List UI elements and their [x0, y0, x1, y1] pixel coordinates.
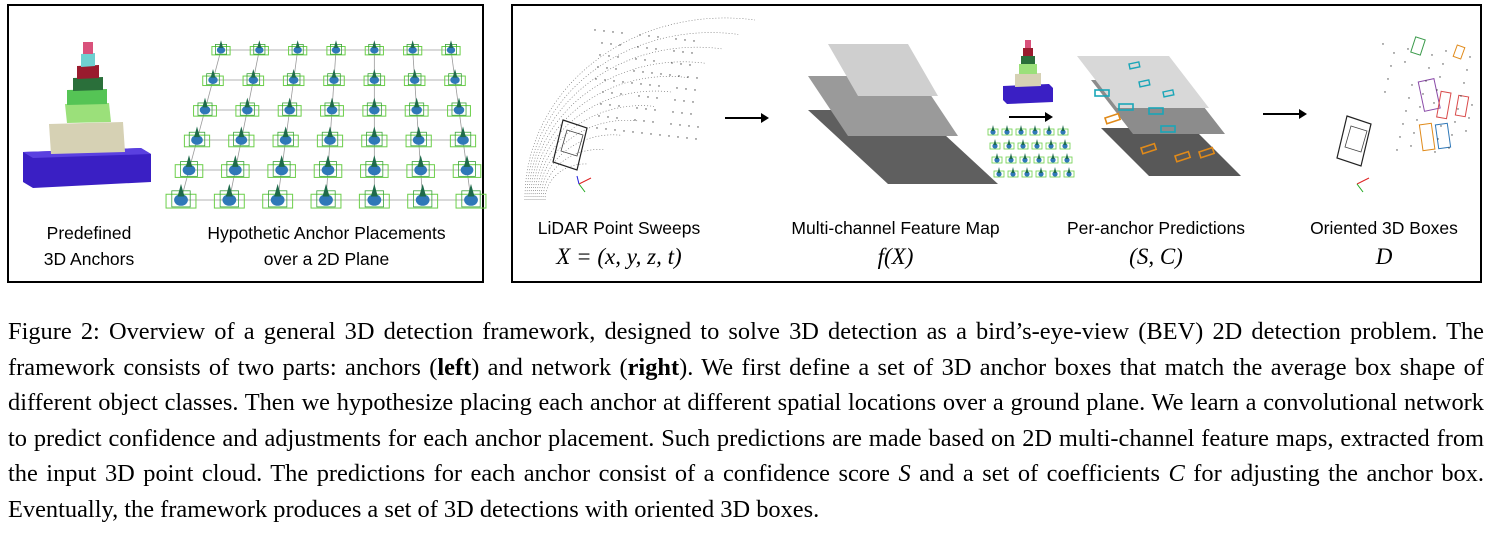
caption-text-1: Figure 2: Overview of a general 3D detec… — [8, 318, 1484, 381]
figure-caption: Figure 2: Overview of a general 3D detec… — [8, 314, 1484, 527]
feature-map-stack — [808, 44, 998, 184]
caption-left-word: left — [437, 353, 472, 381]
lidar-point-cloud — [524, 17, 756, 201]
anchors-panel: Predefined 3D Anchors Hypothetic Anchor … — [7, 4, 487, 283]
caption-right-word: right — [627, 353, 680, 381]
anchor-placement-grid — [165, 40, 487, 209]
stage-label-predictions: Per-anchor Predictions — [1067, 218, 1245, 238]
caption-var-s: S — [898, 460, 911, 487]
anchors-label-line1: Predefined — [46, 223, 132, 243]
stage-math-predictions: (S, C) — [1129, 244, 1183, 269]
arrow-icon — [1263, 109, 1307, 119]
network-panel: LiDAR Point Sweeps X = (x, y, z, t) Mult… — [511, 4, 1482, 283]
arrow-icon — [1009, 112, 1053, 122]
stage-label-lidar: LiDAR Point Sweeps — [537, 218, 701, 238]
stage-math-boxes: D — [1375, 244, 1393, 269]
caption-var-c: C — [1168, 460, 1185, 487]
caption-text-5: for adjusting the anchor box. Eventually… — [8, 460, 1485, 523]
placements-label: Hypothetic Anchor Placements over a 2D P… — [174, 220, 479, 272]
stage-math-lidar: X = (x, y, z, t) — [556, 244, 682, 269]
small-anchor-icon — [1003, 40, 1053, 104]
mini-anchor-grid — [987, 125, 1075, 178]
placements-label-line1: Hypothetic Anchor Placements — [207, 223, 446, 243]
stage-label-feature-map: Multi-channel Feature Map — [791, 218, 1000, 238]
predictions-stack — [1077, 56, 1241, 176]
anchor-stack-illustration — [23, 42, 151, 188]
oriented-boxes-output — [1336, 36, 1473, 193]
caption-text-3: ). We first define a set of 3D anchor bo… — [8, 353, 1484, 488]
stage-math-feature-map: f(X) — [877, 244, 914, 269]
anchors-label: Predefined 3D Anchors — [19, 220, 159, 272]
arrow-icon — [725, 113, 769, 123]
caption-text-2: ) and network ( — [471, 353, 628, 381]
anchors-label-line2: 3D Anchors — [43, 249, 135, 269]
stage-label-boxes: Oriented 3D Boxes — [1310, 218, 1458, 238]
caption-text-4: and a set of coefficients — [910, 460, 1169, 487]
placements-label-line2: over a 2D Plane — [263, 249, 390, 269]
